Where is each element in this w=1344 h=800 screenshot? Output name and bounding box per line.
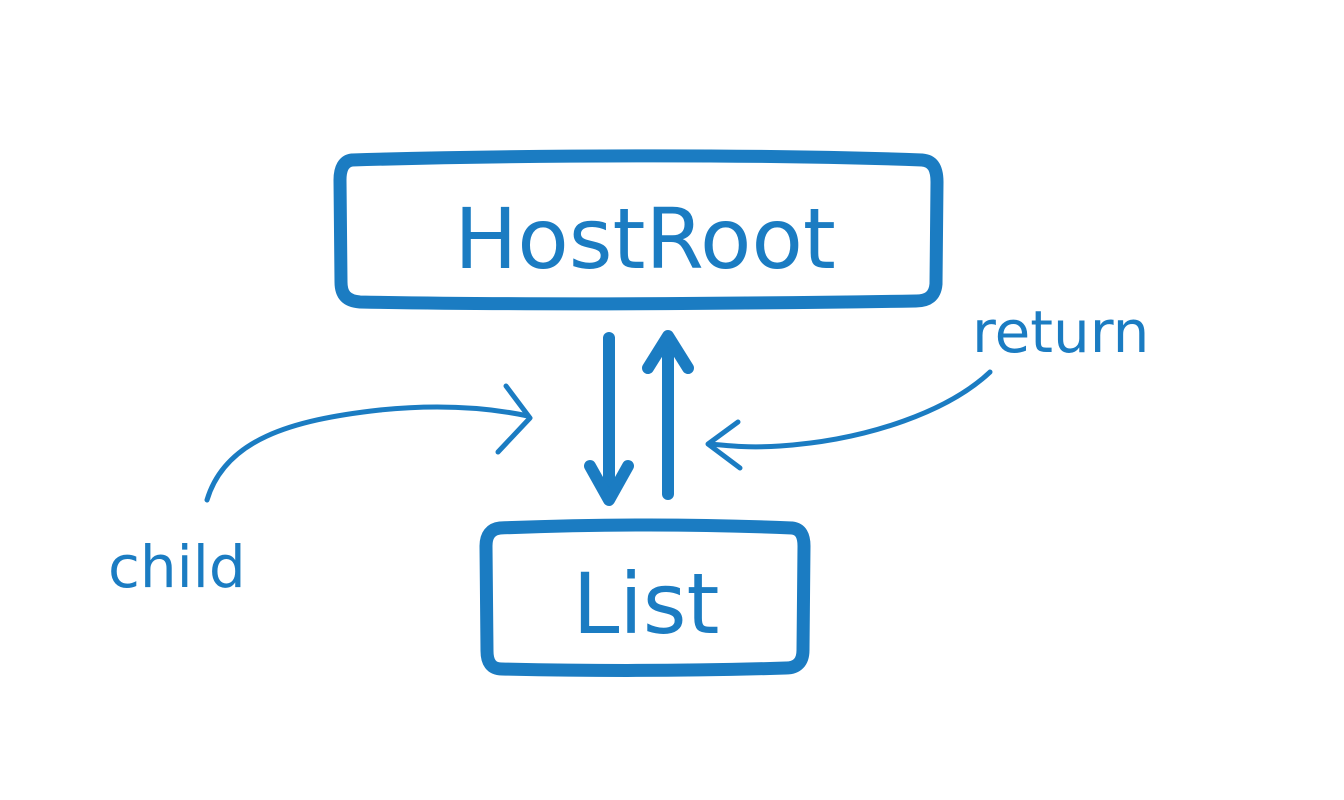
node-host-root: HostRoot: [333, 149, 944, 311]
child-pointer-curve: [204, 404, 531, 503]
host-root-label: HostRoot: [454, 190, 836, 288]
arrow-up: [642, 330, 694, 500]
edge-return-annotation: return: [705, 298, 1149, 471]
return-pointer-head: [705, 419, 743, 471]
child-pointer-head: [495, 383, 533, 455]
child-label: child: [108, 533, 246, 601]
arrow-down-head: [584, 460, 634, 506]
edge-child-annotation: child: [108, 383, 533, 601]
host-root-box: [333, 149, 944, 311]
list-box: [479, 518, 811, 677]
node-list: List: [479, 518, 811, 677]
arrow-up-head: [642, 330, 694, 374]
return-label: return: [972, 298, 1149, 366]
list-label: List: [573, 555, 720, 653]
arrow-down: [584, 332, 634, 506]
return-pointer-curve: [707, 369, 993, 450]
